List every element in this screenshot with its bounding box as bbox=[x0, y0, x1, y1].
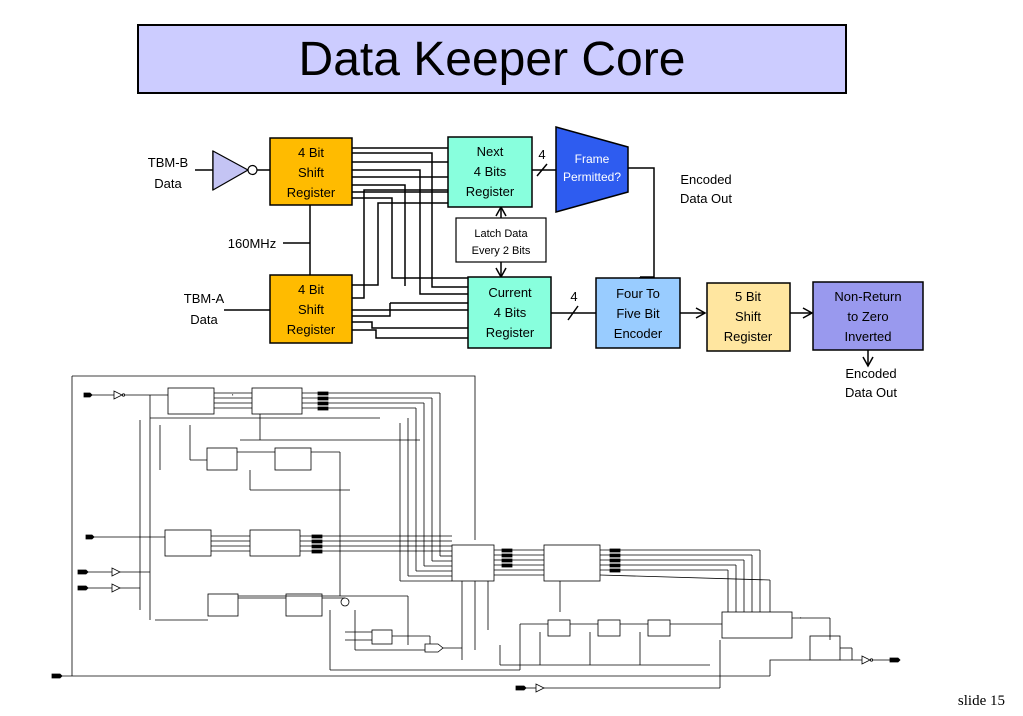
reg-bottom-line2: Shift bbox=[298, 302, 324, 317]
nrzi-block: Non-Return to Zero Inverted bbox=[812, 281, 924, 351]
shift-register-5bit: 5 Bit Shift Register bbox=[706, 282, 791, 352]
slide-title: Data Keeper Core bbox=[298, 32, 686, 86]
encoded-bottom-line1: Encoded bbox=[845, 366, 896, 381]
next-line3: Register bbox=[466, 184, 515, 199]
encoder-line2: Five Bit bbox=[616, 306, 660, 321]
current-line3: Register bbox=[486, 325, 535, 340]
shift-register-top: 4 Bit Shift Register bbox=[269, 137, 353, 206]
tbm-a-label-2: Data bbox=[190, 312, 218, 327]
reg-bottom-line1: 4 Bit bbox=[298, 282, 324, 297]
encoded-top-line1: Encoded bbox=[680, 172, 731, 187]
latch-box: Latch Data Every 2 Bits bbox=[455, 217, 547, 263]
current-register: Current 4 Bits Register bbox=[467, 276, 552, 349]
four-to-five-encoder: Four To Five Bit Encoder bbox=[595, 277, 681, 349]
frame-permitted: Frame Permitted? bbox=[555, 126, 629, 213]
next-register: Next 4 Bits Register bbox=[447, 136, 533, 208]
nrzi-line2: to Zero bbox=[847, 309, 888, 324]
frame-line2: Permitted? bbox=[563, 170, 621, 184]
gate-level-schematic: ▪ ▪ bbox=[51, 375, 901, 693]
reg-bottom-line3: Register bbox=[287, 322, 336, 337]
shift5-line1: 5 Bit bbox=[735, 289, 761, 304]
shift5-line3: Register bbox=[724, 329, 773, 344]
reg-top-line3: Register bbox=[287, 185, 336, 200]
bus-width-encoder: 4 bbox=[570, 289, 577, 304]
nrzi-line1: Non-Return bbox=[834, 289, 901, 304]
reg-top-line2: Shift bbox=[298, 165, 324, 180]
tbm-a-label-1: TBM-A bbox=[184, 291, 225, 306]
frame-line1: Frame bbox=[575, 152, 610, 166]
latch-line2: Every 2 Bits bbox=[472, 245, 531, 257]
next-line1: Next bbox=[477, 144, 504, 159]
svg-text:▪: ▪ bbox=[232, 392, 234, 397]
shift5-line2: Shift bbox=[735, 309, 761, 324]
reg-top-line1: 4 Bit bbox=[298, 145, 324, 160]
inverter-bubble bbox=[247, 164, 258, 176]
title-box: Data Keeper Core bbox=[137, 24, 847, 94]
clock-label: 160MHz bbox=[228, 236, 276, 251]
latch-line1: Latch Data bbox=[474, 228, 528, 240]
shift-register-bottom: 4 Bit Shift Register bbox=[269, 274, 353, 344]
wires bbox=[195, 147, 874, 368]
next-line2: 4 Bits bbox=[474, 164, 507, 179]
encoded-top-line2: Data Out bbox=[680, 191, 732, 206]
bus-width-frame: 4 bbox=[538, 147, 545, 162]
svg-text:▪: ▪ bbox=[800, 615, 802, 620]
inverter-symbol bbox=[212, 149, 250, 192]
current-line1: Current bbox=[488, 285, 532, 300]
current-line2: 4 Bits bbox=[494, 305, 527, 320]
encoded-bottom-line2: Data Out bbox=[845, 385, 897, 400]
tbm-b-label-2: Data bbox=[154, 176, 182, 191]
encoder-line3: Encoder bbox=[614, 326, 663, 341]
encoder-line1: Four To bbox=[616, 286, 660, 301]
tbm-b-label-1: TBM-B bbox=[148, 155, 188, 170]
slide-number: slide 15 bbox=[957, 693, 1005, 709]
nrzi-line3: Inverted bbox=[845, 329, 892, 344]
